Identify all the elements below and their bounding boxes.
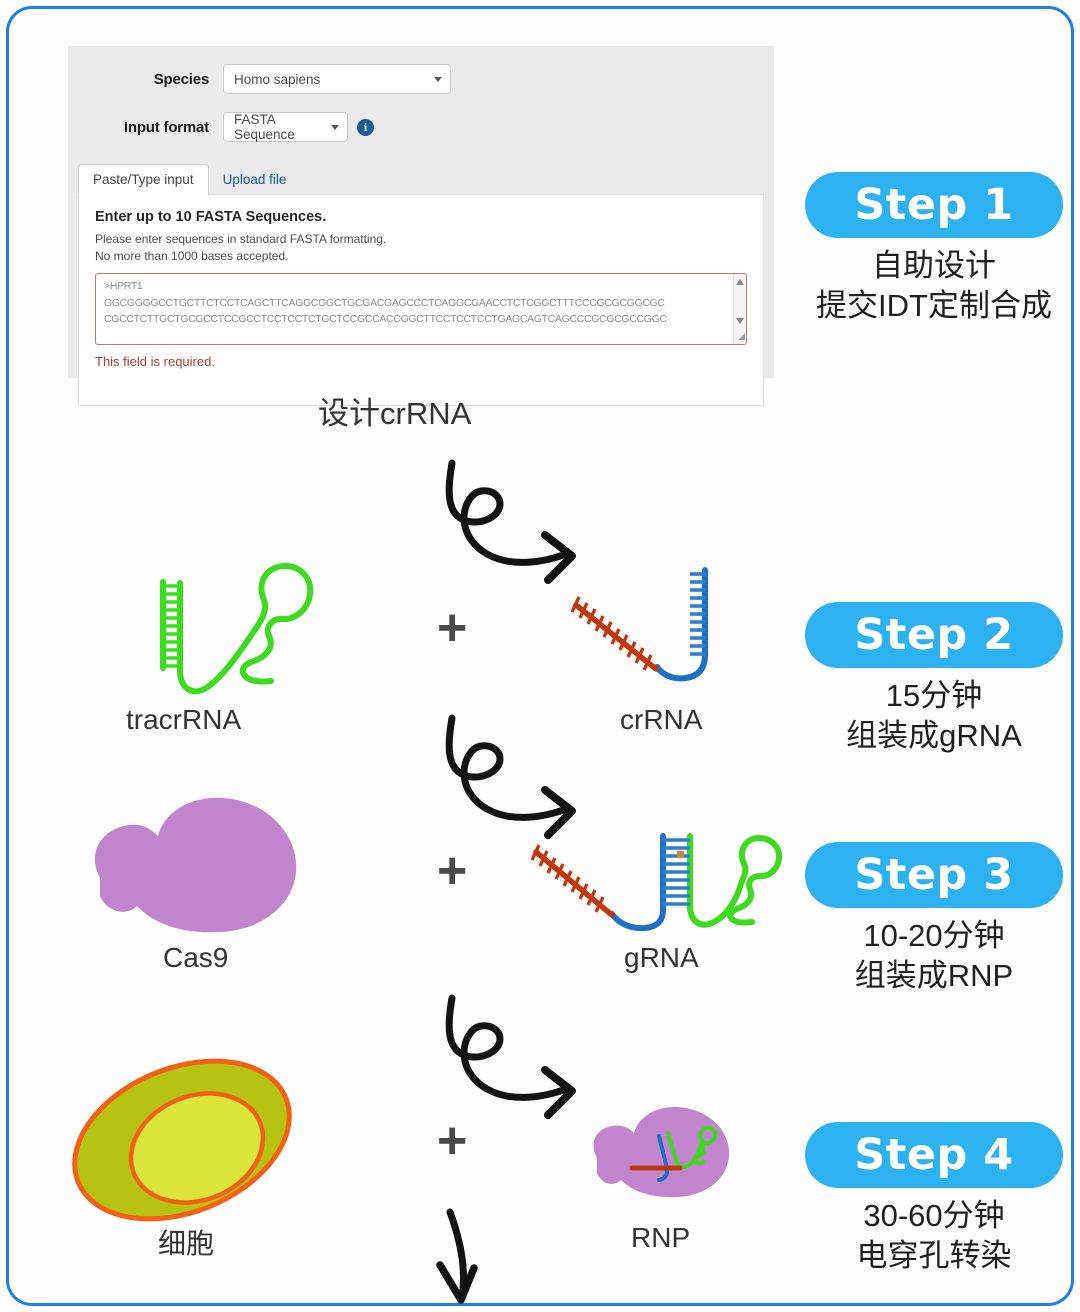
species-select-value: Homo sapiens	[234, 71, 321, 87]
fasta-hint-sub-2: No more than 1000 bases accepted.	[95, 249, 289, 263]
resize-grip-icon[interactable]: ◢	[738, 331, 745, 341]
grna-label: gRNA	[624, 942, 699, 973]
step-1-block: Step 1 自助设计 提交IDT定制合成	[805, 172, 1063, 326]
info-icon[interactable]: i	[357, 118, 374, 136]
step-4-block: Step 4 30-60分钟 电穿孔转染	[805, 1122, 1063, 1276]
sequence-scrollbar[interactable]: ◢	[733, 274, 746, 344]
input-format-select-value: FASTA Sequence	[234, 112, 295, 142]
step-1-badge: Step 1	[805, 172, 1063, 238]
tracrrna-illustration	[160, 563, 314, 695]
chevron-down-icon	[331, 125, 339, 130]
rnp-illustration	[593, 1106, 730, 1198]
fasta-hint-sub-1: Please enter sequences in standard FASTA…	[95, 232, 387, 246]
crrna-label: crRNA	[620, 704, 703, 735]
down-arrow	[436, 1208, 478, 1304]
plus-sign-tracrrna-crrna: +	[437, 599, 468, 657]
step-3-badge: Step 3	[805, 842, 1063, 908]
step-1-description: 自助设计 提交IDT定制合成	[816, 248, 1052, 323]
step-2-description: 15分钟 组装成gRNA	[846, 678, 1022, 753]
idt-design-tool-panel: Species Homo sapiens Input format FASTA …	[68, 46, 774, 406]
species-select[interactable]: Homo sapiens	[223, 64, 451, 94]
step-2-badge: Step 2	[805, 602, 1063, 668]
input-format-select[interactable]: FASTA Sequence	[223, 112, 348, 142]
input-card: Enter up to 10 FASTA Sequences. Please e…	[78, 194, 764, 406]
sequence-textarea-value: >HPRT1 GGCGGGGCCTGCTTCTCCTCAGCTTCAGGCGGC…	[104, 281, 667, 325]
tracrrna-label: tracrRNA	[126, 704, 242, 735]
cas9-label: Cas9	[163, 942, 229, 973]
species-label: Species	[153, 70, 210, 88]
curly-arrow-3	[445, 994, 576, 1119]
validation-error-message: This field is required.	[95, 354, 215, 369]
step-3-description: 10-20分钟 组装成RNP	[854, 918, 1014, 993]
step-4-description: 30-60分钟 电穿孔转染	[856, 1198, 1012, 1273]
tab-paste-type-input[interactable]: Paste/Type input	[78, 164, 209, 195]
species-row: Species Homo sapiens	[68, 58, 774, 100]
curly-arrow-2	[445, 714, 576, 839]
input-format-label: Input format	[123, 118, 209, 136]
plus-sign-cas9-grna: +	[437, 842, 468, 900]
scroll-up-icon[interactable]	[736, 279, 744, 285]
cell-illustration	[72, 1058, 292, 1222]
curly-arrow-1	[445, 459, 576, 584]
cell-label: 细胞	[158, 1228, 215, 1259]
scroll-down-icon[interactable]	[736, 318, 744, 324]
grna-illustration	[530, 833, 783, 932]
rnp-label: RNP	[631, 1222, 691, 1253]
plus-sign-cell-rnp: +	[437, 1112, 468, 1170]
step-4-badge: Step 4	[805, 1122, 1063, 1188]
step-2-block: Step 2 15分钟 组装成gRNA	[805, 602, 1063, 756]
sequence-textarea[interactable]: >HPRT1 GGCGGGGCCTGCTTCTCCTCAGCTTCAGGCGGC…	[95, 273, 747, 345]
input-format-row: Input format FASTA Sequence i	[68, 106, 774, 148]
cas9-illustration	[94, 797, 297, 933]
design-crrna-label: 设计crRNA	[318, 396, 472, 431]
step-3-block: Step 3 10-20分钟 组装成RNP	[805, 842, 1063, 996]
tab-upload-file[interactable]: Upload file	[222, 172, 287, 187]
input-tabs: Paste/Type input Upload file	[68, 162, 774, 195]
crrna-illustration	[570, 567, 708, 682]
chevron-down-icon	[434, 77, 442, 82]
fasta-hint-main: Enter up to 10 FASTA Sequences.	[95, 209, 327, 225]
